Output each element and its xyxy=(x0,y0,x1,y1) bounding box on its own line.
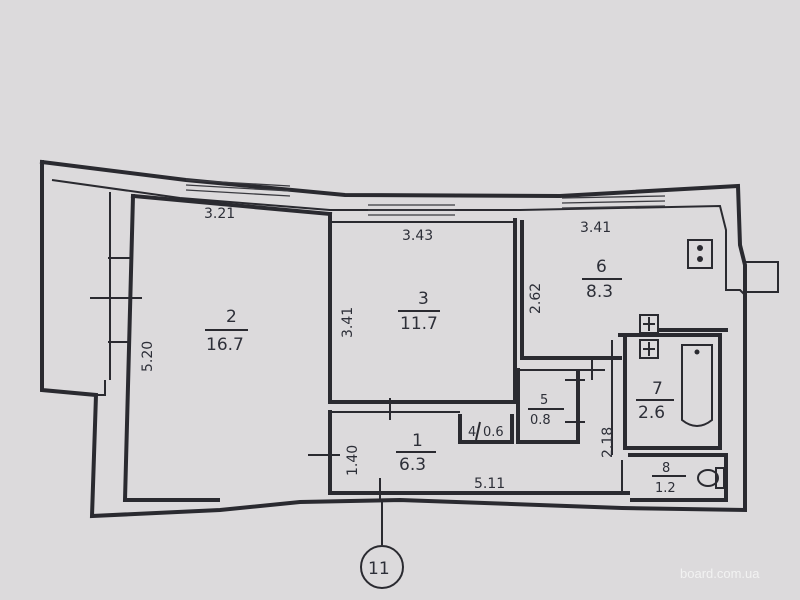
room-7-label: 7 2.6 xyxy=(636,379,674,423)
marker-number: 11 xyxy=(368,559,390,579)
room-number: 7 xyxy=(652,379,663,399)
window-room-2 xyxy=(185,179,291,197)
dimension-room-3-width: 3.43 xyxy=(402,228,433,244)
room-area: 16.7 xyxy=(206,335,244,355)
watermark: board.com.ua xyxy=(680,566,760,581)
room-6-label: 6 8.3 xyxy=(582,257,622,302)
room-number: 8 xyxy=(662,461,670,476)
window-room-3 xyxy=(368,204,455,216)
room-area: 2.6 xyxy=(638,403,665,423)
outer-walls xyxy=(39,159,779,519)
dimension-room-2-length: 5.20 xyxy=(140,341,156,372)
room-area: 8.3 xyxy=(586,282,613,302)
dimension-room-3-length: 3.41 xyxy=(340,307,356,338)
washbasin-icon xyxy=(639,339,659,359)
window-room-6 xyxy=(561,195,666,209)
dimension-hall-length: 5.11 xyxy=(474,476,505,492)
room-area: 0.8 xyxy=(530,413,551,428)
room-number: 2 xyxy=(226,307,237,327)
room-area: 6.3 xyxy=(399,455,426,475)
room-5-label: 5 0.8 xyxy=(528,393,564,428)
toilet-icon xyxy=(697,467,725,489)
room-8-label: 8 1.2 xyxy=(652,461,686,496)
room-number: 1 xyxy=(412,431,423,451)
building-marker: 11 xyxy=(360,500,404,589)
room-area: 1.2 xyxy=(655,481,676,496)
stove-icon xyxy=(687,239,713,269)
room-4-label: 4 0.6 xyxy=(468,421,504,441)
room-number: 6 xyxy=(596,257,607,277)
dimension-bath-length: 2.18 xyxy=(600,427,616,458)
room-number: 3 xyxy=(418,289,429,309)
dimension-room-2-width: 3.21 xyxy=(204,206,235,222)
bathtub-icon xyxy=(681,344,713,427)
interior-walls xyxy=(90,193,728,502)
room-3-label: 3 11.7 xyxy=(398,289,440,334)
room-area: 0.6 xyxy=(483,425,504,440)
room-2-label: 2 16.7 xyxy=(205,307,248,355)
dimension-room-6-length: 2.62 xyxy=(528,283,544,314)
sink-icon xyxy=(639,314,659,334)
room-number: 4 xyxy=(468,425,476,440)
room-1-label: 1 6.3 xyxy=(396,431,436,475)
room-number: 5 xyxy=(540,393,548,408)
dimension-room-6-width: 3.41 xyxy=(580,220,611,236)
dimension-hall-width: 1.40 xyxy=(345,445,361,476)
room-area: 11.7 xyxy=(400,314,438,334)
